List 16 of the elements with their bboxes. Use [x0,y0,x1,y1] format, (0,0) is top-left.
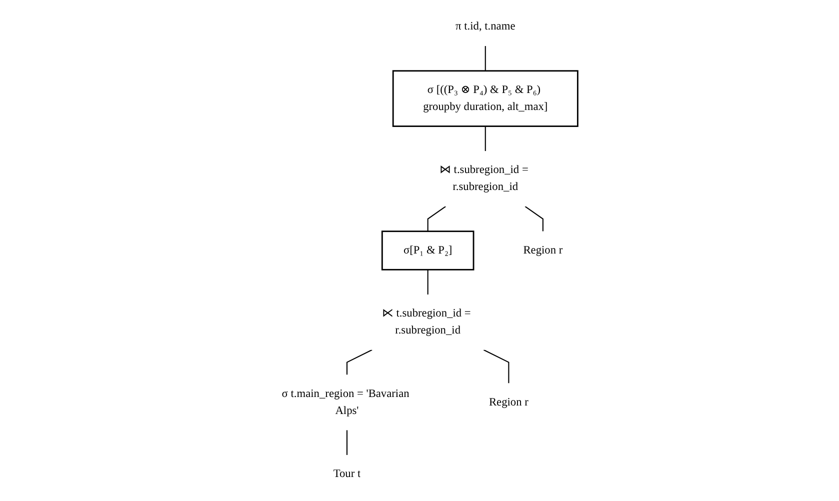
node-text: π t.id, t.name [456,20,516,33]
connector [524,206,544,232]
node-text: σ t.main_region = 'Bavarian Alps' [282,388,410,417]
node-text: ⋈ t.subregion_id = r.subregion_id [440,164,529,193]
node-text: Region r [489,396,529,408]
node-text: Region r [523,244,563,256]
connector [427,206,446,232]
connector [485,126,486,152]
node-box: σ [((P₃ ⊗ P₄) & P₅ & P₆) groupby duration, alt_max] [392,70,579,127]
connector [346,349,372,375]
connector [346,430,348,455]
connector [427,270,429,295]
node-box: σ[P₁ & P₂] [382,230,474,270]
connector [485,46,486,71]
node-text: Tour t [334,468,361,480]
node-text: ⋉ t.subregion_id = r.subregion_id [382,307,471,336]
